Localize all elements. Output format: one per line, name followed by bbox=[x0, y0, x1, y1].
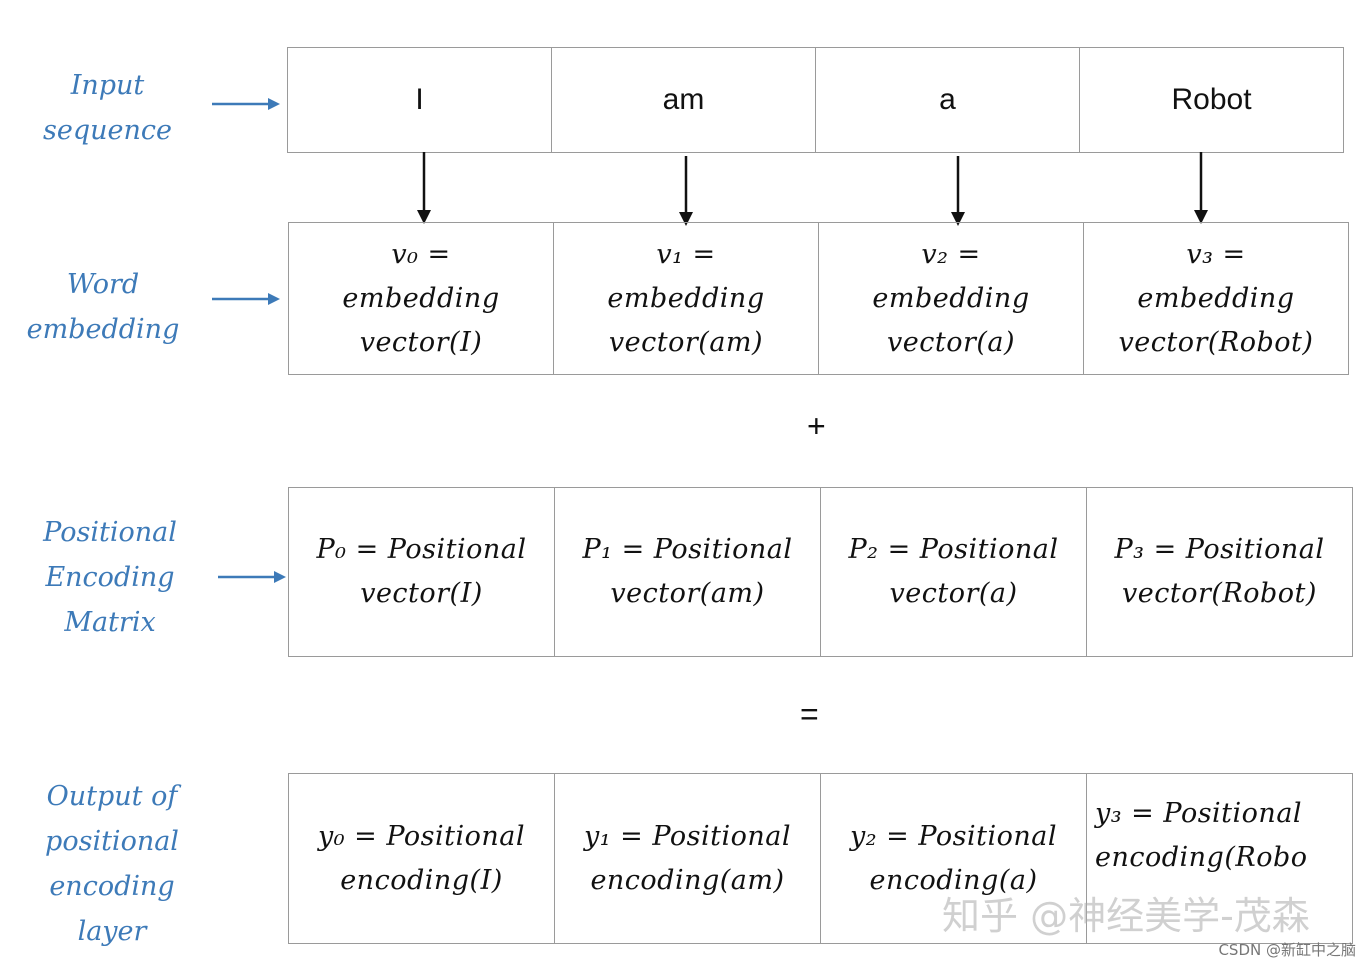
positional-cell: P₀ = Positional vector(I) bbox=[288, 487, 555, 657]
down-arrow-icon bbox=[951, 156, 965, 226]
label-line: Word bbox=[66, 269, 140, 300]
cell-line: y₀ = Positional bbox=[317, 820, 526, 852]
cell-line: y₃ = Positional bbox=[1095, 798, 1303, 829]
label-line: Positional bbox=[43, 517, 177, 548]
label-line: Matrix bbox=[64, 607, 156, 638]
input-token-cell: I bbox=[287, 47, 552, 153]
word-embedding-label: Word embedding bbox=[8, 262, 198, 352]
down-arrow-icon bbox=[1194, 152, 1208, 224]
positional-cell: P₁ = Positional vector(am) bbox=[554, 487, 821, 657]
input-sequence-label: Input sequence bbox=[30, 63, 185, 153]
output-row: y₀ = Positional encoding(I) y₁ = Positio… bbox=[288, 773, 1353, 944]
cell-line: v₀ = bbox=[391, 238, 451, 270]
input-token-cell: a bbox=[815, 47, 1080, 153]
token-text: am bbox=[662, 83, 705, 116]
output-cell: y₁ = Positional encoding(am) bbox=[554, 773, 821, 944]
cell-line: encoding(Robo bbox=[1095, 842, 1308, 873]
cell-line: y₁ = Positional bbox=[583, 820, 792, 852]
token-text: a bbox=[939, 83, 956, 116]
cell-line: P₂ = Positional bbox=[848, 534, 1059, 565]
zhihu-watermark: 知乎 @神经美学-茂森 bbox=[942, 894, 1310, 938]
cell-line: P₃ = Positional bbox=[1114, 534, 1325, 565]
cell-line: v₃ = bbox=[1186, 238, 1246, 270]
token-text: I bbox=[415, 83, 424, 116]
label-line: layer bbox=[77, 916, 147, 947]
label-line: Encoding bbox=[45, 562, 175, 593]
embedding-cell: v₀ = embedding vector(I) bbox=[288, 222, 554, 375]
word-embedding-row: v₀ = embedding vector(I) v₁ = embedding … bbox=[288, 222, 1349, 375]
positional-encoding-row: P₀ = Positional vector(I) P₁ = Positiona… bbox=[288, 487, 1353, 657]
cell-line: encoding(am) bbox=[590, 864, 785, 896]
cell-line: encoding(I) bbox=[340, 864, 503, 896]
label-line: sequence bbox=[43, 115, 172, 146]
cell-line: P₁ = Positional bbox=[582, 534, 793, 565]
csdn-credit: CSDN @新缸中之脑 bbox=[1218, 941, 1356, 959]
positional-cell: P₂ = Positional vector(a) bbox=[820, 487, 1087, 657]
embedding-arrow-icon bbox=[212, 293, 280, 305]
cell-line: v₁ = bbox=[656, 238, 716, 270]
cell-line: vector(a) bbox=[886, 326, 1016, 358]
input-arrow-icon bbox=[212, 98, 280, 110]
cell-line: embedding bbox=[872, 282, 1030, 314]
embedding-cell: v₂ = embedding vector(a) bbox=[818, 222, 1084, 375]
equals-operator: = bbox=[800, 696, 819, 732]
cell-line: embedding bbox=[607, 282, 765, 314]
label-line: encoding bbox=[49, 871, 175, 902]
cell-line: vector(am) bbox=[608, 326, 764, 358]
cell-line: vector(Robot) bbox=[1118, 326, 1314, 358]
down-arrow-icon bbox=[417, 152, 431, 224]
embedding-cell: v₃ = embedding vector(Robot) bbox=[1083, 222, 1349, 375]
label-line: Output of bbox=[46, 781, 178, 812]
cell-line: v₂ = bbox=[921, 238, 981, 270]
cell-line: vector(am) bbox=[610, 578, 765, 609]
cell-line: vector(I) bbox=[359, 326, 483, 358]
cell-line: y₂ = Positional bbox=[849, 820, 1058, 852]
positional-encoding-label: Positional Encoding Matrix bbox=[22, 510, 198, 645]
output-label: Output of positional encoding layer bbox=[22, 774, 202, 954]
input-token-cell: Robot bbox=[1079, 47, 1344, 153]
cell-line: encoding(a) bbox=[869, 864, 1038, 896]
output-cell: y₃ = Positional encoding(Robo bbox=[1086, 773, 1353, 944]
cell-line: embedding bbox=[342, 282, 500, 314]
down-arrow-icon bbox=[679, 156, 693, 226]
output-cell: y₀ = Positional encoding(I) bbox=[288, 773, 555, 944]
input-sequence-row: I am a Robot bbox=[287, 47, 1344, 153]
token-text: Robot bbox=[1171, 83, 1252, 116]
positional-arrow-icon bbox=[218, 571, 286, 583]
label-line: Input bbox=[70, 70, 145, 101]
label-line: embedding bbox=[26, 314, 180, 345]
cell-line: embedding bbox=[1137, 282, 1295, 314]
cell-line: P₀ = Positional bbox=[316, 534, 527, 565]
embedding-cell: v₁ = embedding vector(am) bbox=[553, 222, 819, 375]
plus-operator: + bbox=[807, 408, 826, 444]
cell-line: vector(I) bbox=[360, 578, 483, 609]
label-line: positional bbox=[45, 826, 179, 857]
input-token-cell: am bbox=[551, 47, 816, 153]
cell-line: vector(Robot) bbox=[1122, 578, 1317, 609]
positional-cell: P₃ = Positional vector(Robot) bbox=[1086, 487, 1353, 657]
cell-line: vector(a) bbox=[889, 578, 1018, 609]
